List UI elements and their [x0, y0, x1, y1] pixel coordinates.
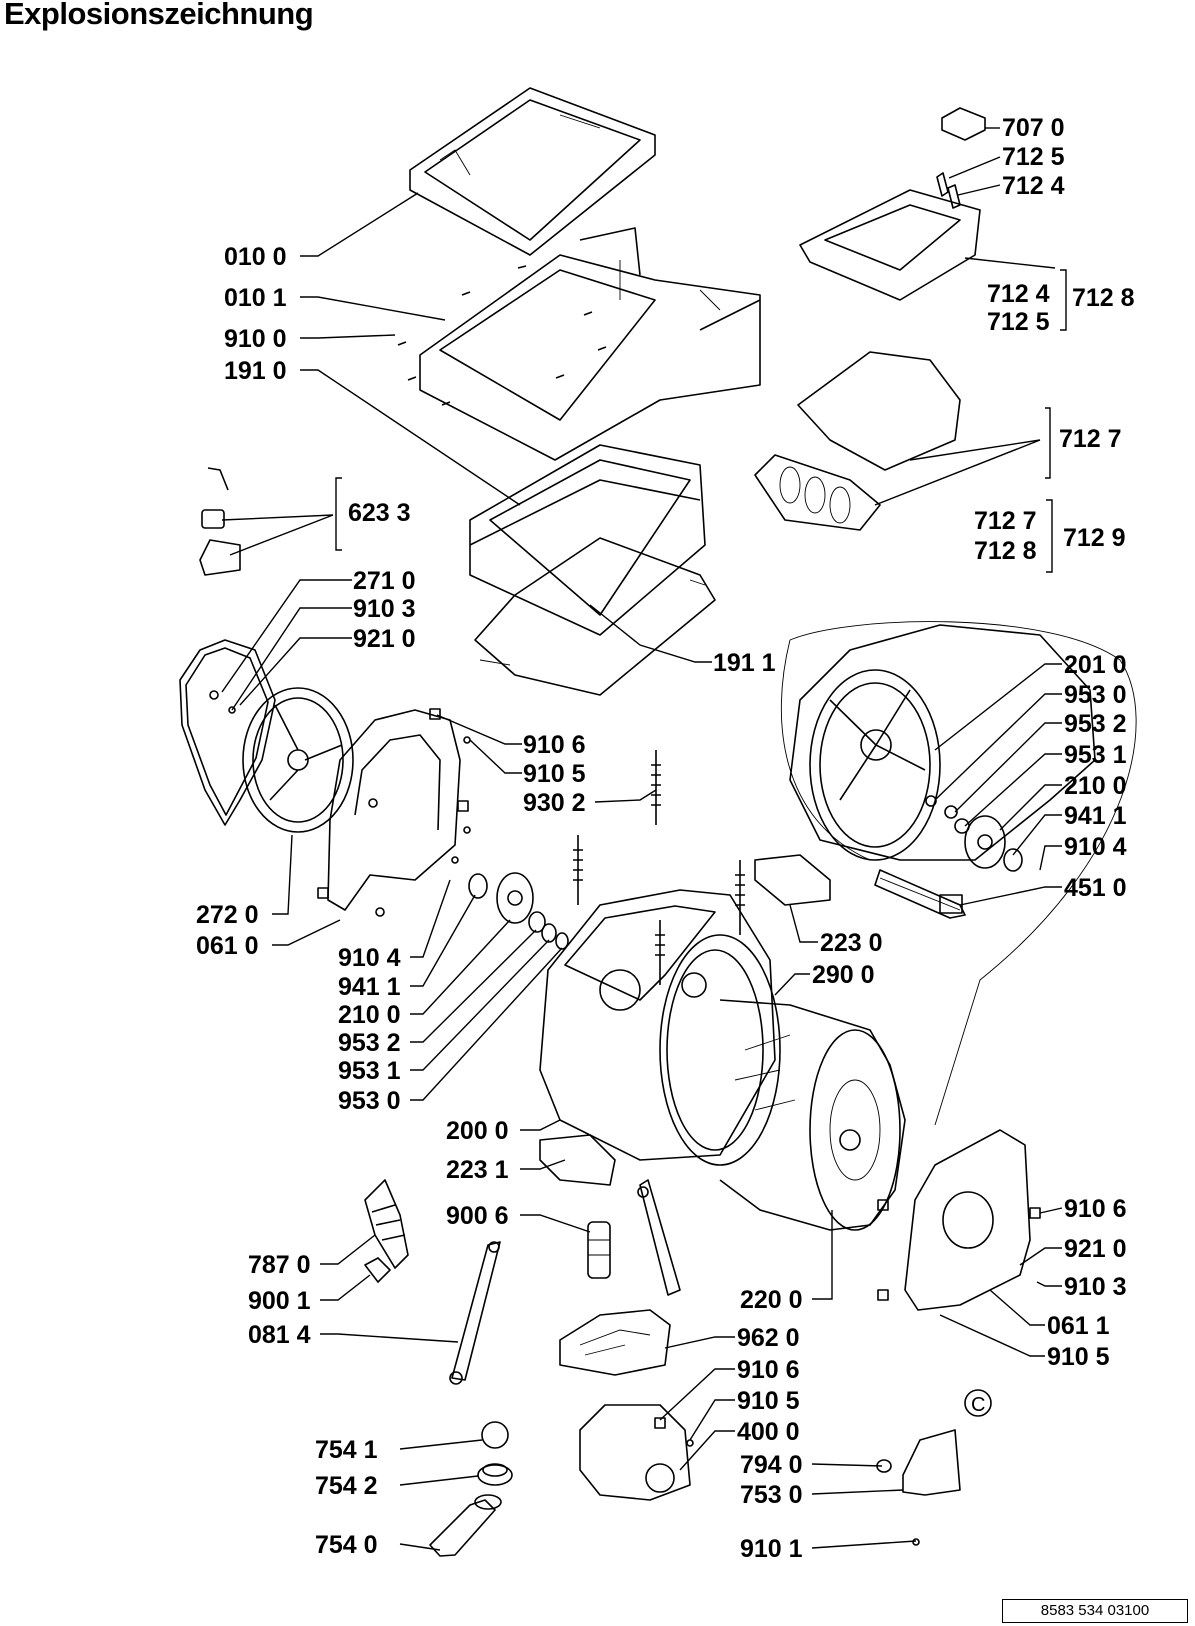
callout: 910 5	[523, 760, 586, 788]
callout: 061 1	[1047, 1312, 1110, 1340]
callout: 754 1	[315, 1436, 378, 1464]
callout: 953 0	[1064, 681, 1127, 709]
part-side-panel-left	[327, 709, 461, 917]
callout: 400 0	[737, 1418, 800, 1446]
part-belt	[179, 639, 276, 826]
part-pressure-switch	[876, 1429, 961, 1546]
callout: 930 2	[523, 789, 586, 817]
callout: 953 1	[338, 1057, 401, 1085]
callout: 290 0	[812, 961, 875, 989]
callout: 953 2	[1064, 710, 1127, 738]
callout: 191 1	[713, 649, 776, 677]
callout: 787 0	[248, 1251, 311, 1279]
part-drawings	[179, 87, 1096, 1557]
callout: 271 0	[353, 567, 416, 595]
callout: 223 1	[446, 1156, 509, 1184]
callout: 910 1	[740, 1535, 803, 1563]
callout: 900 1	[248, 1287, 311, 1315]
document-number: 8583 534 03100	[1002, 1599, 1188, 1623]
callout: 712 7	[974, 507, 1037, 535]
callout: 712 8	[1072, 284, 1135, 312]
callout: 753 0	[740, 1481, 803, 1509]
part-bearings-left	[468, 872, 569, 950]
callout: 061 0	[196, 932, 259, 960]
part-side-panel-right	[877, 1129, 1041, 1311]
callout: 081 4	[248, 1321, 311, 1349]
callout: 223 0	[820, 929, 883, 957]
part-pulley	[242, 687, 354, 833]
callout: 910 5	[1047, 1343, 1110, 1371]
part-bracket	[559, 1309, 671, 1376]
callout: 712 7	[1059, 425, 1122, 453]
callout: 910 4	[338, 944, 401, 972]
callout: 910 5	[737, 1387, 800, 1415]
part-counterweights	[539, 854, 831, 1186]
part-pump	[579, 1404, 694, 1501]
callout: 712 9	[1063, 524, 1126, 552]
callout: 210 0	[338, 1001, 401, 1029]
part-bearings-right	[925, 795, 1023, 872]
part-rear-tub-half	[789, 624, 1096, 861]
part-foot	[587, 1221, 611, 1279]
callout: 712 5	[1002, 143, 1065, 171]
part-dispenser	[754, 107, 986, 531]
callout: 941 1	[338, 973, 401, 1001]
part-drain-hose	[364, 1179, 409, 1283]
leader-lines	[221, 127, 1137, 1551]
callout: 953 1	[1064, 741, 1127, 769]
callout: 910 4	[1064, 833, 1127, 861]
callout: 712 5	[987, 308, 1050, 336]
callout: 712 8	[974, 537, 1037, 565]
callout: 451 0	[1064, 874, 1127, 902]
callout: 707 0	[1002, 114, 1065, 142]
callout: 910 3	[1064, 1273, 1127, 1301]
callout: 010 1	[224, 284, 287, 312]
callout: 201 0	[1064, 651, 1127, 679]
part-screws-top	[397, 265, 607, 406]
callout: 712 4	[987, 280, 1050, 308]
part-springs	[573, 750, 745, 985]
callout: 941 1	[1064, 802, 1127, 830]
callout: 794 0	[740, 1451, 803, 1479]
callout: 210 0	[1064, 772, 1127, 800]
part-lid-switch	[199, 467, 241, 576]
callout: 953 0	[338, 1087, 401, 1115]
part-filter-set	[429, 1421, 513, 1557]
page-title: Explosionszeichnung	[4, 0, 314, 31]
callout: 623 3	[348, 499, 411, 527]
callout: 754 2	[315, 1472, 378, 1500]
callout: 910 0	[224, 325, 287, 353]
callout-labels: 010 0 010 1 910 0 191 0 623 3 271 0 910 …	[196, 114, 1135, 1563]
callout: 921 0	[353, 625, 416, 653]
callout: 712 4	[1002, 172, 1065, 200]
part-tub	[539, 889, 781, 1166]
callout: 191 0	[224, 357, 287, 385]
part-heater	[874, 869, 966, 919]
callout: 953 2	[338, 1029, 401, 1057]
part-wire-frame	[474, 537, 716, 696]
callout: 910 3	[353, 595, 416, 623]
callout: 910 6	[523, 731, 586, 759]
callout: 900 6	[446, 1202, 509, 1230]
callout: 272 0	[196, 901, 259, 929]
callout: 910 6	[737, 1356, 800, 1384]
callout: 200 0	[446, 1117, 509, 1145]
callout: 754 0	[315, 1531, 378, 1559]
callout: 921 0	[1064, 1235, 1127, 1263]
part-drum	[719, 999, 906, 1231]
part-shock-absorbers	[449, 1179, 681, 1385]
callout: 010 0	[224, 243, 287, 271]
circled-c-marker: C	[964, 1389, 992, 1417]
callout: 910 6	[1064, 1195, 1127, 1223]
svg-text:C: C	[971, 1394, 985, 1416]
callout: 962 0	[737, 1324, 800, 1352]
part-frame-ring	[469, 444, 706, 636]
callout: 220 0	[740, 1286, 803, 1314]
part-top-frame	[419, 227, 761, 461]
part-top-lid	[409, 87, 656, 256]
